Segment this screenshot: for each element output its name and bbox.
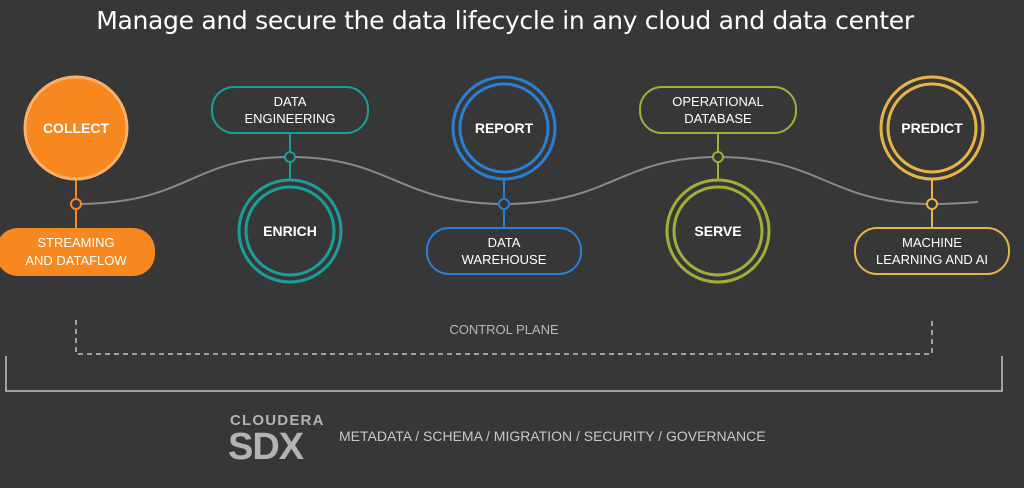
stage-serve: OPERATIONAL DATABASE SERVE <box>639 86 797 284</box>
pill-operational-database <box>639 86 797 134</box>
stage-predict-label: PREDICT <box>901 120 963 136</box>
pill-engineering-line1: DATA <box>274 94 307 109</box>
pill-operational-line1: OPERATIONAL <box>672 94 764 109</box>
sdx-bracket <box>5 356 1003 392</box>
pill-streaming-line2: AND DATAFLOW <box>25 253 127 268</box>
control-plane-label: CONTROL PLANE <box>449 322 559 337</box>
stage-collect: COLLECT STREAMING AND DATAFLOW <box>0 75 155 276</box>
page-title: Manage and secure the data lifecycle in … <box>96 6 914 35</box>
cloudera-sdx-logo: CLOUDERA SDX <box>228 412 325 468</box>
report-junction-dot <box>498 198 510 210</box>
stage-enrich: DATA ENGINEERING ENRICH <box>211 86 369 284</box>
pill-data-warehouse <box>426 227 582 275</box>
stage-enrich-label: ENRICH <box>263 223 317 239</box>
collect-junction-dot <box>70 198 82 210</box>
serve-junction-dot <box>712 151 724 163</box>
pill-ml-line2: LEARNING AND AI <box>876 252 988 267</box>
stage-serve-label: SERVE <box>694 223 741 239</box>
lifecycle-curve <box>75 155 979 206</box>
predict-junction-dot <box>926 198 938 210</box>
pill-engineering-line2: ENGINEERING <box>244 111 335 126</box>
pill-data-engineering <box>211 86 369 134</box>
stage-report: REPORT DATA WAREHOUSE <box>426 75 582 275</box>
pill-streaming <box>0 228 155 276</box>
sdx-capabilities: METADATA / SCHEMA / MIGRATION / SECURITY… <box>339 428 766 444</box>
enrich-junction-dot <box>284 151 296 163</box>
control-plane-bracket: CONTROL PLANE <box>75 320 933 355</box>
stage-report-label: REPORT <box>475 120 534 136</box>
pill-operational-line2: DATABASE <box>684 111 752 126</box>
pill-streaming-line1: STREAMING <box>37 235 114 250</box>
pill-machine-learning <box>854 227 1010 275</box>
stage-collect-label: COLLECT <box>43 120 110 136</box>
pill-warehouse-line2: WAREHOUSE <box>462 252 547 267</box>
sdx-brand: CLOUDERA <box>230 412 325 429</box>
stage-predict: PREDICT MACHINE LEARNING AND AI <box>854 75 1010 275</box>
pill-ml-line1: MACHINE <box>902 235 962 250</box>
pill-warehouse-line1: DATA <box>488 235 521 250</box>
sdx-product: SDX <box>228 426 305 468</box>
